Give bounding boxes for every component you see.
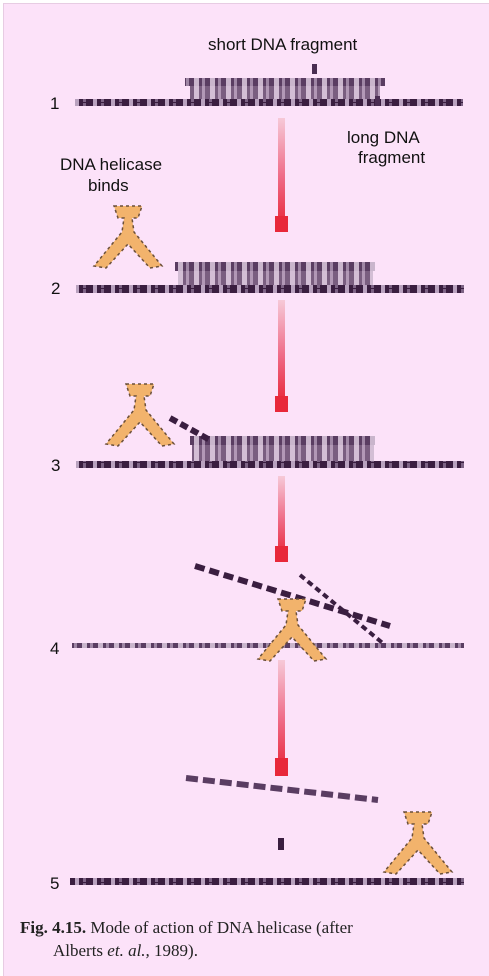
down-arrow: [275, 300, 288, 412]
long-dna-strand: [70, 878, 464, 885]
down-arrow: [275, 476, 288, 562]
step-number: 3: [51, 456, 60, 475]
helicase-protein: [94, 206, 162, 268]
step-number: 4: [50, 639, 59, 658]
step-number: 2: [51, 279, 60, 298]
caption-text-italic: et. al.,: [107, 941, 150, 960]
helicase-protein: [106, 384, 174, 446]
long-fragment-label: fragment: [358, 148, 425, 167]
dna-base-pairs: [192, 445, 374, 461]
step-number: 1: [50, 94, 59, 113]
long-dna-strand: [75, 99, 463, 106]
dna-base-pairs: [178, 271, 373, 285]
helicase-protein: [384, 812, 452, 874]
caption-text: Alberts: [53, 941, 107, 960]
dna-base-pairs: [190, 86, 380, 99]
helicase-label: DNA helicase: [60, 155, 162, 174]
released-short-strand: [186, 778, 378, 800]
caption-text: 1989).: [154, 941, 198, 960]
helicase-protein: [258, 599, 326, 661]
figure-caption: Fig. 4.15. Mode of action of DNA helicas…: [20, 918, 353, 960]
down-arrow: [275, 660, 288, 776]
long-fragment-label: long DNA: [347, 128, 420, 147]
long-dna-strand: [76, 285, 464, 293]
step-5: [70, 778, 464, 885]
helicase-label: binds: [88, 176, 129, 195]
strand-tick: [278, 838, 284, 850]
short-fragment-label: short DNA fragment: [208, 35, 358, 54]
step-number: 5: [50, 874, 59, 893]
short-dna-strand: [175, 262, 375, 271]
svg-text:Fig. 4.15. Mode of ac: Fig. 4.15. Mode of action of DNA helicas…: [20, 918, 353, 937]
short-dna-strand: [190, 436, 375, 445]
down-arrow: [275, 118, 288, 232]
figure-number: Fig. 4.15.: [20, 918, 86, 937]
step-1: [75, 64, 463, 106]
step-4: [72, 566, 464, 661]
step-3: [76, 384, 464, 468]
caption-text: Mode of action of DNA helicase (after: [90, 918, 353, 937]
svg-text:Alberts et. al.,: Alberts et. al., 1989).: [53, 941, 198, 960]
short-dna-strand: [185, 78, 385, 86]
strand-tick: [375, 96, 380, 106]
unwound-strand: [300, 575, 385, 645]
long-dna-strand: [76, 461, 464, 468]
step-2: [76, 206, 464, 293]
strand-tick: [312, 64, 317, 74]
